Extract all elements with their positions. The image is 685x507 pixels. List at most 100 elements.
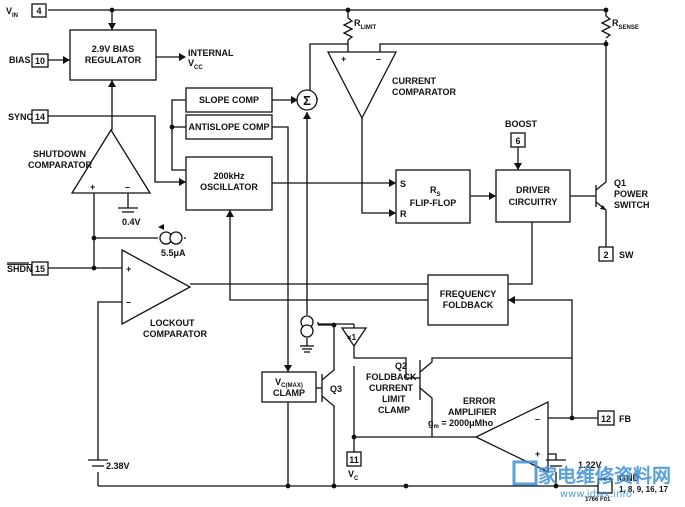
q1-power-switch: Q1 POWER SWITCH [595, 178, 650, 212]
svg-text:VC: VC [348, 469, 359, 482]
pin-fb: 12 FB [597, 410, 631, 426]
svg-text:14: 14 [35, 112, 45, 122]
svg-text:RS: RS [430, 185, 441, 198]
sum-node: Σ [296, 89, 318, 111]
junction-dots [91, 7, 609, 489]
svg-text:FB: FB [619, 414, 631, 424]
svg-text:DRIVER: DRIVER [516, 185, 551, 195]
svg-text:FREQUENCY: FREQUENCY [440, 289, 497, 299]
shutdown-comparator: + – SHUTDOWN COMPARATOR [28, 128, 152, 194]
pin-vin-name: V [6, 6, 12, 16]
svg-text:COMPARATOR: COMPARATOR [143, 329, 207, 339]
svg-text:CLAMP: CLAMP [273, 388, 305, 398]
internal-vcc-label: INTERNAL VCC [188, 48, 234, 71]
svg-text:www.jdwx.info: www.jdwx.info [560, 489, 632, 500]
q2-foldback-clamp: Q2 FOLDBACK CURRENT LIMIT CLAMP [366, 361, 417, 415]
resistor-r-limit: RLIMIT [342, 17, 376, 41]
svg-text:–: – [535, 414, 540, 424]
svg-text:0.4V: 0.4V [122, 217, 141, 227]
pin-gnd: GND 1, 8, 9, 16, 17 [597, 473, 668, 494]
svg-text:S: S [400, 179, 406, 189]
svg-text:OSCILLATOR: OSCILLATOR [200, 182, 258, 192]
svg-text:5.5μA: 5.5μA [161, 248, 186, 258]
svg-text:LIMIT: LIMIT [382, 394, 406, 404]
svg-text:1.22V: 1.22V [578, 460, 602, 470]
svg-text:CLAMP: CLAMP [378, 405, 410, 415]
svg-text:SWITCH: SWITCH [614, 200, 650, 210]
driver-block: DRIVER CIRCUITRY [495, 169, 571, 223]
svg-text:–: – [376, 54, 381, 64]
svg-text:6: 6 [515, 136, 520, 146]
pin-bias: BIAS 10 [9, 53, 49, 68]
svg-text:gm = 2000μMho: gm = 2000μMho [428, 418, 494, 430]
svg-text:CIRCUITRY: CIRCUITRY [509, 197, 558, 207]
pin-boost: BOOST 6 [505, 119, 538, 148]
svg-text:COMPARATOR: COMPARATOR [392, 87, 456, 97]
watermark-logo: 家电维修资料网 www.jdwx.info [512, 460, 671, 500]
svg-text:ERROR: ERROR [463, 396, 496, 406]
svg-text:Q1: Q1 [614, 178, 626, 188]
error-amplifier: – + ERROR AMPLIFIER gm = 2000μMho [428, 396, 549, 474]
svg-text:LOCKOUT: LOCKOUT [150, 318, 195, 328]
svg-text:VIN: VIN [6, 6, 18, 19]
resistor-r-sense: RSENSE [600, 15, 639, 39]
q3-transistor: Q3 [330, 384, 342, 394]
svg-text:11: 11 [349, 455, 359, 465]
svg-text:BIAS: BIAS [9, 55, 31, 65]
svg-text:INTERNAL: INTERNAL [188, 48, 234, 58]
svg-text:15: 15 [35, 264, 45, 274]
svg-text:×1: ×1 [347, 333, 357, 342]
svg-text:SYNC: SYNC [8, 112, 34, 122]
figure-id: 1766 F01 [585, 497, 611, 503]
ref-2-38v: 2.38V [88, 459, 130, 471]
pin-sync: SYNC 14 [8, 109, 49, 124]
svg-text:家电维修资料网: 家电维修资料网 [538, 464, 671, 487]
svg-text:BOOST: BOOST [505, 119, 538, 129]
svg-text:2: 2 [603, 250, 608, 260]
arrows [63, 23, 522, 372]
ref-1-22v: 1.22V [546, 459, 602, 470]
svg-text:RLIMIT: RLIMIT [354, 18, 376, 31]
svg-text:ANTISLOPE COMP: ANTISLOPE COMP [188, 122, 269, 132]
svg-text:Q2: Q2 [395, 361, 407, 371]
svg-text:200kHz: 200kHz [213, 171, 245, 181]
flipflop-block: S R RS FLIP-FLOP [395, 169, 471, 224]
svg-text:RSENSE: RSENSE [612, 18, 639, 31]
ref-0-4v: 0.4V [118, 207, 141, 227]
svg-text:GND: GND [619, 473, 640, 483]
bias-regulator-block: 2.9V BIAS REGULATOR [69, 29, 157, 81]
svg-text:+: + [90, 182, 95, 192]
oscillator-block: 200kHz OSCILLATOR [185, 156, 273, 211]
svg-text:2.38V: 2.38V [106, 461, 130, 471]
svg-text:SW: SW [619, 250, 634, 260]
svg-text:1, 8, 9, 16, 17: 1, 8, 9, 16, 17 [619, 485, 668, 494]
wires [48, 9, 607, 487]
svg-text:+: + [535, 449, 540, 459]
current-source-sigma [300, 315, 314, 353]
svg-text:R: R [400, 209, 407, 219]
pin-vin-number: 4 [36, 6, 41, 16]
svg-text:FOLDBACK: FOLDBACK [366, 372, 417, 382]
svg-text:Σ: Σ [303, 93, 311, 108]
current-source-5-5ua: 5.5μA [159, 231, 186, 258]
vc-clamp-block: VC(MAX) CLAMP [261, 371, 317, 403]
svg-text:AMPLIFIER: AMPLIFIER [448, 407, 497, 417]
svg-text:+: + [341, 54, 346, 64]
svg-text:CURRENT: CURRENT [392, 76, 437, 86]
svg-text:2.9V BIAS: 2.9V BIAS [92, 44, 135, 54]
lockout-comparator: + – LOCKOUT COMPARATOR [121, 248, 207, 339]
svg-text:REGULATOR: REGULATOR [85, 55, 142, 65]
svg-text:VCC: VCC [188, 58, 203, 71]
pin-vc: 11 VC [346, 451, 362, 482]
slope-comp-block: SLOPE COMP [185, 87, 273, 113]
svg-text:12: 12 [601, 414, 611, 424]
svg-text:VC(MAX): VC(MAX) [275, 377, 303, 389]
frequency-foldback-block: FREQUENCY FOLDBACK [427, 274, 509, 326]
svg-text:SHDN: SHDN [7, 264, 33, 274]
pin-sw: 2 SW [598, 246, 634, 262]
pin-vin: VIN 4 [6, 3, 47, 19]
svg-text:SLOPE COMP: SLOPE COMP [199, 95, 259, 105]
svg-text:COMPARATOR: COMPARATOR [28, 160, 92, 170]
x1-buffer: ×1 [340, 327, 368, 348]
